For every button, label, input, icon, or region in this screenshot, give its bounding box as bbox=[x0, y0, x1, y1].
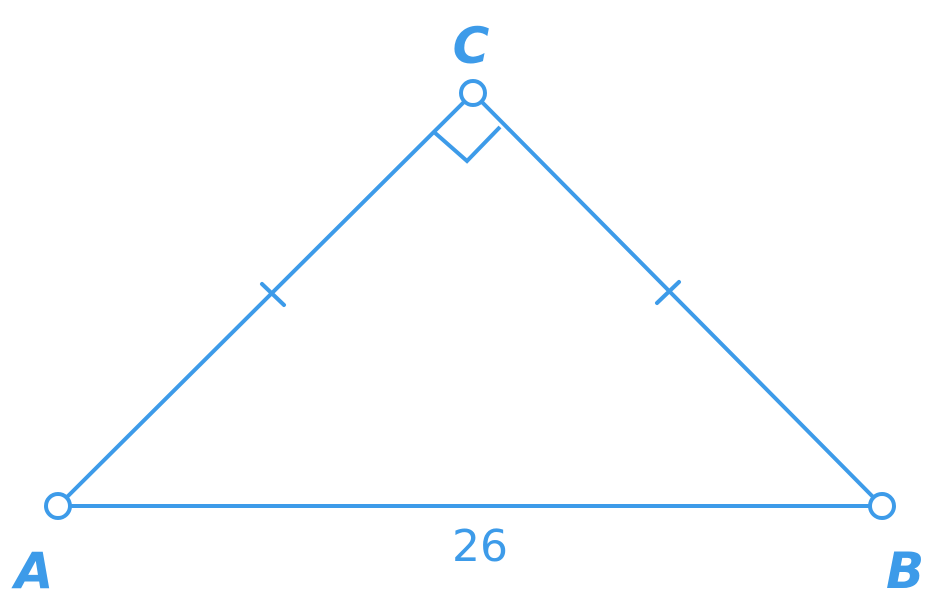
side-ab-length-label: 26 bbox=[452, 521, 508, 572]
vertex-label-c: C bbox=[453, 17, 490, 75]
vertex-point-b bbox=[868, 492, 896, 520]
vertex-point-a bbox=[44, 492, 72, 520]
right-angle-marker bbox=[432, 125, 502, 164]
tick-mark-bc bbox=[655, 280, 681, 305]
side-ac bbox=[56, 91, 475, 508]
vertex-label-b: B bbox=[886, 542, 924, 600]
vertex-label-a: A bbox=[11, 542, 54, 600]
side-bc bbox=[471, 91, 884, 508]
tick-mark-ac bbox=[260, 282, 286, 307]
vertex-point-c bbox=[459, 79, 487, 107]
